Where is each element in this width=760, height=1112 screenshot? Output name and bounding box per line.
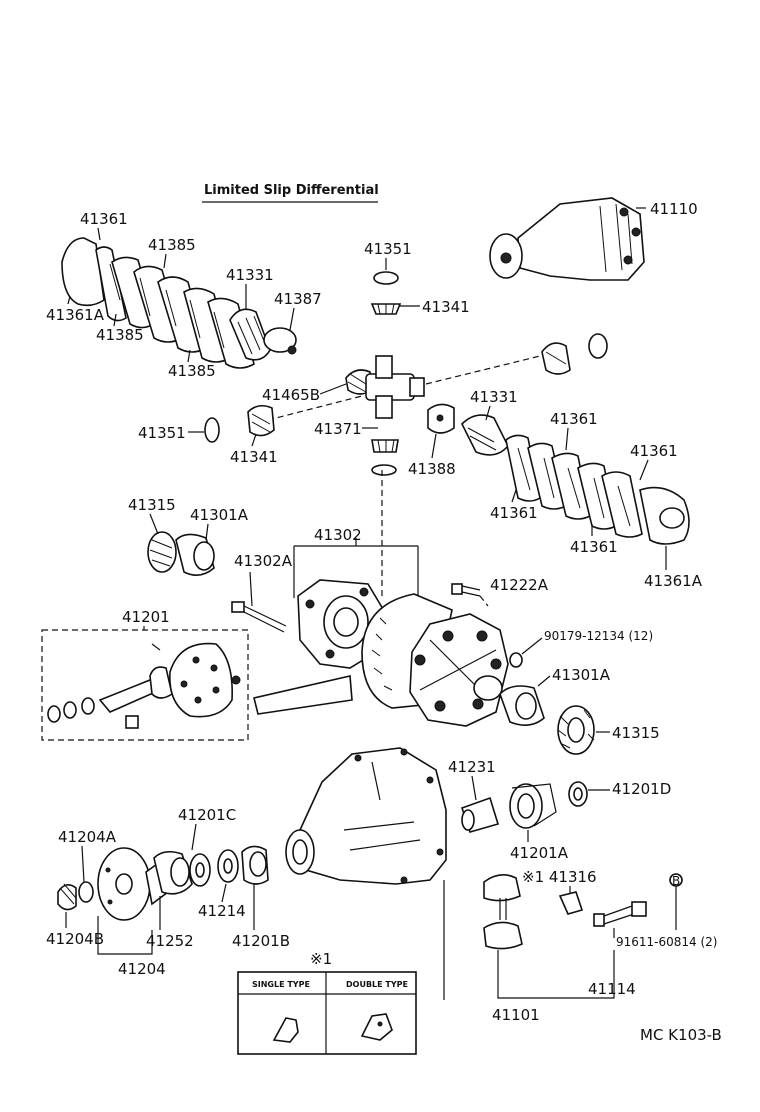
label-41204B: 41204B bbox=[46, 930, 104, 948]
bolt-91611 bbox=[593, 901, 647, 927]
single-type-lockplate-icon bbox=[272, 1017, 299, 1043]
label-90179: 90179-12134 (12) bbox=[544, 629, 653, 643]
label-41351-left: 41351 bbox=[138, 424, 186, 442]
label-41361A-left: 41361A bbox=[46, 306, 105, 324]
clutch-pack-left bbox=[61, 237, 255, 369]
pinion-washer-top bbox=[373, 271, 399, 285]
leader-pinion-shaft-right bbox=[425, 355, 541, 385]
bearing-41201A bbox=[509, 783, 557, 829]
label-41204: 41204 bbox=[118, 960, 166, 978]
side-gear-right-41331 bbox=[461, 414, 509, 456]
label-41361-r4: 41361 bbox=[570, 538, 618, 556]
label-41222A: 41222A bbox=[490, 576, 549, 594]
label-41385-c: 41385 bbox=[168, 362, 216, 380]
label-41361A-right: 41361A bbox=[644, 572, 703, 590]
pinion-gear-top bbox=[370, 303, 402, 315]
label-41388: 41388 bbox=[408, 460, 456, 478]
bracket-41101 bbox=[497, 950, 615, 999]
label-41315-top: 41315 bbox=[128, 496, 176, 514]
differential-housing bbox=[285, 747, 447, 885]
leader-41222A bbox=[479, 595, 489, 607]
bearing-race-right-41301A bbox=[499, 685, 545, 726]
label-41201C: 41201C bbox=[178, 806, 236, 824]
double-type-lockplate-icon bbox=[360, 1013, 393, 1041]
label-41361-r3: 41361 bbox=[490, 504, 538, 522]
label-41465B: 41465B bbox=[262, 386, 320, 404]
label-41204A: 41204A bbox=[58, 828, 117, 846]
side-gear-left-41341 bbox=[247, 404, 275, 437]
bearing-race-left-41301A bbox=[175, 533, 215, 576]
label-41201: 41201 bbox=[122, 608, 170, 626]
label-41110: 41110 bbox=[650, 200, 698, 218]
bearing-right-41315 bbox=[557, 705, 595, 755]
label-41301A-top: 41301A bbox=[190, 506, 249, 524]
bearing-41201B bbox=[241, 845, 269, 885]
kit-box-41201 bbox=[41, 629, 249, 741]
pinion-gear-lower bbox=[371, 439, 399, 476]
label-41214: 41214 bbox=[198, 902, 246, 920]
bracket-41302 bbox=[293, 538, 419, 610]
nut-41204B bbox=[57, 883, 77, 911]
diagram-code: MC K103-B bbox=[640, 1026, 722, 1044]
note-single-type: SINGLE TYPE bbox=[252, 980, 310, 989]
label-41361-r2: 41361 bbox=[630, 442, 678, 460]
carrier-assembly-41110 bbox=[489, 197, 645, 281]
note-reference: ※1 bbox=[310, 950, 332, 968]
washer-41201D bbox=[568, 781, 588, 807]
label-41387: 41387 bbox=[274, 290, 322, 308]
label-41231: 41231 bbox=[448, 758, 496, 776]
side-gear-right-top bbox=[541, 333, 608, 375]
note-box bbox=[237, 971, 417, 1055]
label-41316: ※1 41316 bbox=[522, 868, 597, 886]
label-41114: 41114 bbox=[588, 980, 636, 998]
oil-seal-41201C bbox=[153, 850, 193, 895]
axle-shaft bbox=[253, 675, 353, 715]
washer-left-41351 bbox=[204, 417, 220, 443]
label-41361-r1: 41361 bbox=[550, 410, 598, 428]
label-41101: 41101 bbox=[492, 1006, 540, 1024]
label-41301A-mid: 41301A bbox=[552, 666, 611, 684]
label-41201B: 41201B bbox=[232, 932, 290, 950]
pinion-shaft-41465B bbox=[345, 355, 425, 419]
label-41361-top: 41361 bbox=[80, 210, 128, 228]
label-41201D: 41201D bbox=[612, 780, 671, 798]
label-41201A: 41201A bbox=[510, 844, 569, 862]
bolt-41222A bbox=[451, 583, 481, 597]
label-41385-a: 41385 bbox=[148, 236, 196, 254]
label-41341-top: 41341 bbox=[422, 298, 470, 316]
thrust-washer-41387 bbox=[263, 327, 297, 355]
label-41331-left: 41331 bbox=[226, 266, 274, 284]
label-41351-top: 41351 bbox=[364, 240, 412, 258]
clutch-pack-right bbox=[505, 434, 690, 545]
diagram-title: Limited Slip Differential bbox=[204, 183, 379, 198]
bearing-left-41315 bbox=[147, 531, 177, 573]
washer-41204A bbox=[78, 881, 94, 903]
label-41385-b: 41385 bbox=[96, 326, 144, 344]
label-91611: 91611-60814 (2) bbox=[616, 935, 718, 949]
nut-90179 bbox=[509, 652, 523, 668]
spacer-41214 bbox=[217, 849, 239, 883]
bolt-41302A bbox=[231, 601, 287, 633]
oil-seal-41231 bbox=[460, 796, 500, 833]
label-41252: 41252 bbox=[146, 932, 194, 950]
label-41302: 41302 bbox=[314, 526, 362, 544]
mark-b-letter: B bbox=[672, 874, 680, 888]
bearing-cap-41101 bbox=[483, 874, 523, 950]
spring-retainer-41388 bbox=[427, 403, 455, 434]
leader-pinion-shaft-left bbox=[267, 395, 363, 421]
label-41341-left: 41341 bbox=[230, 448, 278, 466]
label-41302A: 41302A bbox=[234, 552, 293, 570]
bracket-41204 bbox=[97, 916, 153, 955]
drive-pinion-kit bbox=[47, 642, 241, 729]
diff-case-right bbox=[409, 613, 509, 727]
bearing-slinger bbox=[189, 853, 211, 887]
note-double-type: DOUBLE TYPE bbox=[346, 980, 408, 989]
label-41331-right: 41331 bbox=[470, 388, 518, 406]
label-41315-mid: 41315 bbox=[612, 724, 660, 742]
label-41371: 41371 bbox=[314, 420, 362, 438]
lock-plate-41316 bbox=[558, 891, 584, 915]
